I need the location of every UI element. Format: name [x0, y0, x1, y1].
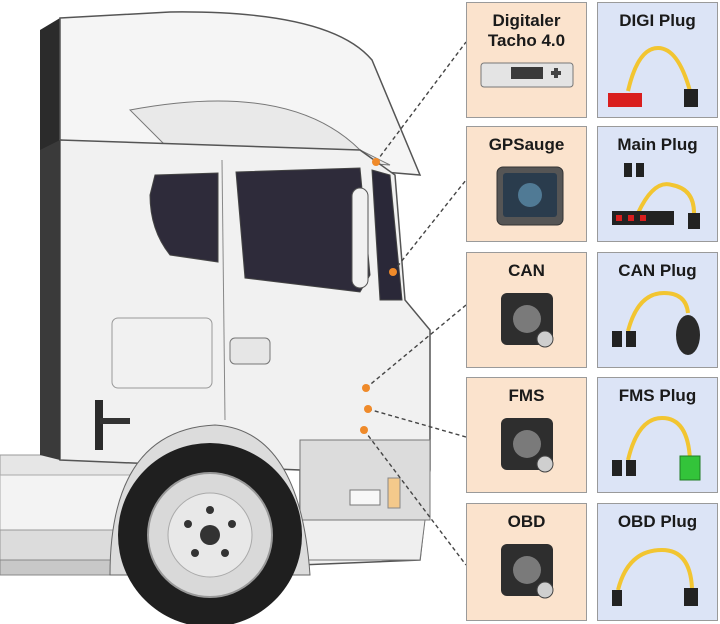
plug-label: OBD Plug [617, 512, 698, 531]
device-box-gpsauge: GPSauge [466, 126, 587, 242]
device-label: FMS [508, 386, 545, 405]
cable-round-connector-icon [612, 290, 700, 355]
tachograph-icon [480, 62, 574, 88]
device-label: Digitaler Tacho 4.0 [487, 11, 566, 50]
device-box-can: CAN [466, 252, 587, 368]
device-box-fms: FMS [466, 377, 587, 493]
engine-icon [501, 418, 554, 473]
plug-box-fms: FMS Plug [597, 377, 718, 493]
gps-device-icon [496, 166, 564, 226]
cable-obd-connector-icon [612, 547, 698, 606]
plug-label: CAN Plug [618, 261, 697, 280]
device-label: GPSauge [488, 135, 565, 154]
plug-box-digi: DIGI Plug [597, 2, 718, 118]
plug-label: DIGI Plug [619, 11, 696, 30]
cable-multi-connector-icon [612, 163, 700, 229]
cable-red-connector-icon [608, 45, 698, 107]
plug-box-main: Main Plug [597, 126, 718, 242]
device-label: OBD [507, 512, 546, 531]
device-box-digitaler-tacho: Digitaler Tacho 4.0 [466, 2, 587, 118]
device-box-obd: OBD [466, 503, 587, 621]
plug-box-can: CAN Plug [597, 252, 718, 368]
cable-green-connector-icon [612, 415, 701, 481]
plug-label: FMS Plug [618, 386, 697, 405]
device-label: CAN [508, 261, 545, 280]
engine-icon [501, 544, 554, 599]
plug-label: Main Plug [617, 135, 698, 154]
plug-box-obd: OBD Plug [597, 503, 718, 621]
engine-icon [501, 293, 554, 348]
